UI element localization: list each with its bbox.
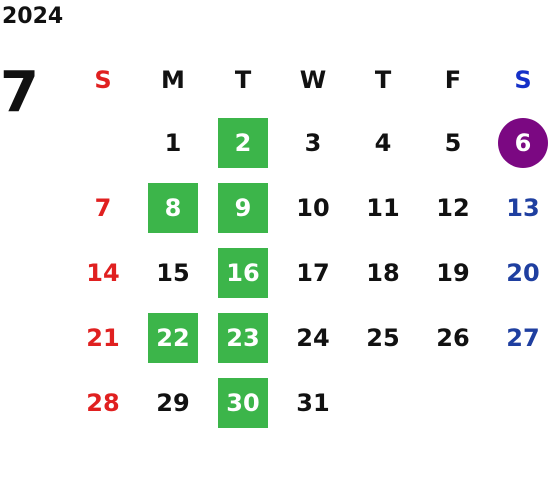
- day-cell[interactable]: 12: [418, 183, 488, 233]
- week-row: 1 2 3 4 5 6: [68, 110, 548, 175]
- weekday-saturday: S: [514, 66, 532, 94]
- day-cell-empty: [418, 378, 488, 428]
- day-number: 25: [366, 323, 400, 352]
- day-number: [428, 378, 478, 428]
- day-cell[interactable]: 17: [278, 248, 348, 298]
- day-number: 22: [148, 312, 198, 363]
- day-cell-highlighted[interactable]: 9: [208, 182, 278, 233]
- day-number: 16: [218, 247, 268, 298]
- day-cell[interactable]: 7: [68, 183, 138, 233]
- weekday-thursday: T: [374, 66, 392, 94]
- day-number: 24: [296, 323, 330, 352]
- weekday-tuesday: T: [234, 66, 252, 94]
- day-number: 26: [436, 323, 470, 352]
- day-cell[interactable]: 24: [278, 313, 348, 363]
- day-number: 2: [218, 117, 268, 168]
- weekday-wednesday: W: [299, 66, 327, 94]
- day-cell-today[interactable]: 6: [488, 117, 548, 168]
- day-number: 10: [296, 193, 330, 222]
- day-number: 6: [498, 117, 548, 168]
- day-cell[interactable]: 1: [138, 118, 208, 168]
- day-cell[interactable]: 21: [68, 313, 138, 363]
- day-cell[interactable]: 5: [418, 118, 488, 168]
- day-cell[interactable]: 20: [488, 248, 548, 298]
- day-cell-empty: [348, 378, 418, 428]
- day-number: 29: [156, 388, 190, 417]
- day-number: 8: [148, 182, 198, 233]
- day-cell[interactable]: 27: [488, 313, 548, 363]
- week-row: 14 15 16 17 18 19 20: [68, 240, 548, 305]
- weekday-sunday: S: [94, 66, 112, 94]
- day-number: 4: [374, 128, 392, 157]
- day-number: 5: [444, 128, 462, 157]
- day-number: 11: [366, 193, 400, 222]
- day-number: 12: [436, 193, 470, 222]
- day-cell[interactable]: 18: [348, 248, 418, 298]
- day-number: 28: [86, 388, 120, 417]
- day-cell[interactable]: 14: [68, 248, 138, 298]
- day-number: 27: [506, 323, 540, 352]
- day-cell[interactable]: 10: [278, 183, 348, 233]
- day-cell[interactable]: 29: [138, 378, 208, 428]
- day-number: 19: [436, 258, 470, 287]
- calendar-grid: S M T W T F S 1 2 3 4 5 6 7 8 9 10 11 12…: [68, 50, 548, 435]
- day-number: 18: [366, 258, 400, 287]
- day-number: 30: [218, 377, 268, 428]
- day-number: [358, 378, 408, 428]
- day-cell-empty: [488, 378, 548, 428]
- day-cell-empty: [68, 118, 138, 168]
- day-number: 15: [156, 258, 190, 287]
- day-cell[interactable]: 26: [418, 313, 488, 363]
- year-label: 2024: [2, 4, 64, 29]
- day-cell[interactable]: 13: [488, 183, 548, 233]
- day-cell-highlighted[interactable]: 22: [138, 312, 208, 363]
- day-cell[interactable]: 3: [278, 118, 348, 168]
- day-cell[interactable]: 4: [348, 118, 418, 168]
- week-row: 7 8 9 10 11 12 13: [68, 175, 548, 240]
- day-number: 7: [94, 193, 112, 222]
- day-number: 31: [296, 388, 330, 417]
- day-number: 13: [506, 193, 540, 222]
- weekday-friday: F: [444, 66, 462, 94]
- day-number: [78, 118, 128, 168]
- day-number: 1: [164, 128, 182, 157]
- day-cell-highlighted[interactable]: 2: [208, 117, 278, 168]
- day-number: [498, 378, 548, 428]
- day-cell[interactable]: 28: [68, 378, 138, 428]
- day-cell[interactable]: 31: [278, 378, 348, 428]
- day-cell[interactable]: 15: [138, 248, 208, 298]
- day-cell-highlighted[interactable]: 8: [138, 182, 208, 233]
- day-number: 9: [218, 182, 268, 233]
- day-cell[interactable]: 25: [348, 313, 418, 363]
- day-number: 17: [296, 258, 330, 287]
- weekday-header: S M T W T F S: [68, 50, 548, 110]
- day-number: 20: [506, 258, 540, 287]
- day-cell-highlighted[interactable]: 23: [208, 312, 278, 363]
- day-number: 21: [86, 323, 120, 352]
- day-cell[interactable]: 19: [418, 248, 488, 298]
- weekday-monday: M: [161, 66, 185, 94]
- day-cell-highlighted[interactable]: 16: [208, 247, 278, 298]
- day-number: 3: [304, 128, 322, 157]
- day-cell[interactable]: 11: [348, 183, 418, 233]
- day-cell-highlighted[interactable]: 30: [208, 377, 278, 428]
- week-row: 21 22 23 24 25 26 27: [68, 305, 548, 370]
- day-number: 14: [86, 258, 120, 287]
- day-number: 23: [218, 312, 268, 363]
- month-label: 7: [0, 60, 39, 125]
- week-row: 28 29 30 31: [68, 370, 548, 435]
